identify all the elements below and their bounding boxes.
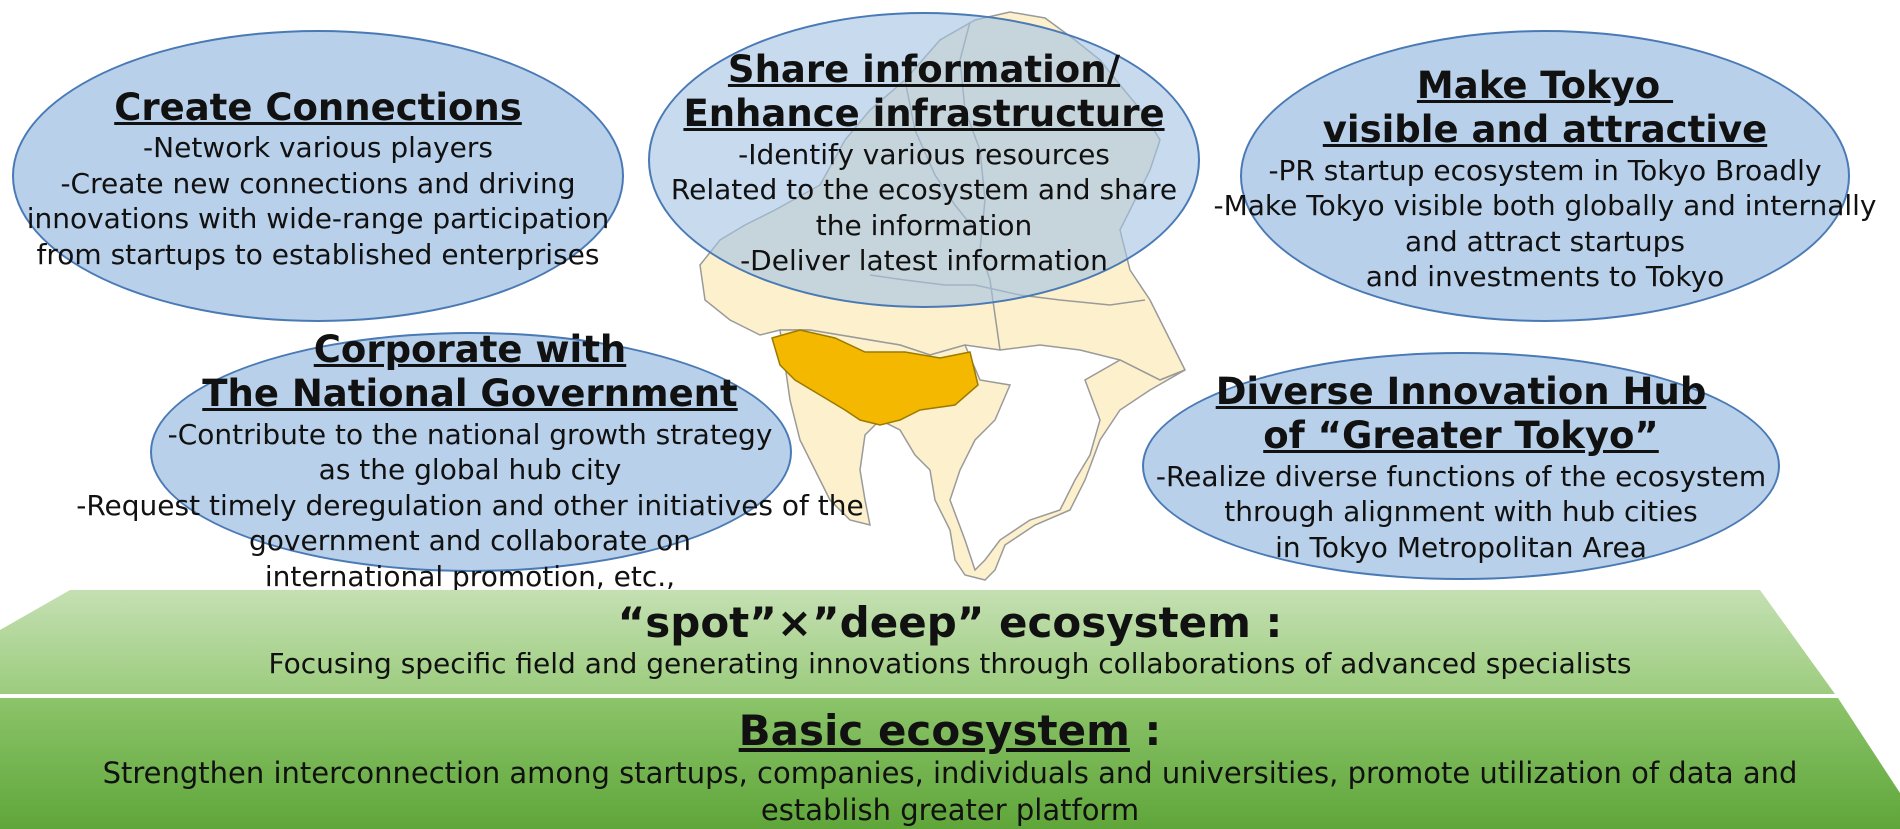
corporate-government-title-2: The National Government <box>202 372 738 416</box>
spot-deep-title: “spot”×”deep” ecosystem : <box>617 598 1283 647</box>
diverse-innovation-hub-text: Diverse Innovation Hub of “Greater Tokyo… <box>1142 370 1780 565</box>
share-information-line-1: -Identify various resources <box>738 137 1110 171</box>
corporate-government-text: Corporate with The National Government -… <box>40 328 900 595</box>
make-tokyo-visible-title-2: visible and attractive <box>1322 108 1768 152</box>
make-tokyo-visible-line-4: and investments to Tokyo <box>1365 260 1725 294</box>
create-connections-bubble <box>12 30 624 322</box>
corporate-government-bubble <box>150 332 792 572</box>
basic-ecosystem-heading: Basic ecosystem : <box>0 706 1900 755</box>
basic-ecosystem-line-2: establish greater platform <box>760 793 1140 828</box>
diverse-innovation-hub-line-3: in Tokyo Metropolitan Area <box>1275 530 1647 564</box>
corporate-government-line-1: -Contribute to the national growth strat… <box>167 417 773 451</box>
corporate-government-line-4: government and collaborate on <box>249 524 691 558</box>
share-information-bubble <box>648 12 1200 308</box>
share-information-line-4: -Deliver latest information <box>740 244 1108 278</box>
corporate-government-line-2: as the global hub city <box>318 453 622 487</box>
diverse-innovation-hub-bubble <box>1142 352 1780 580</box>
diverse-innovation-hub-title-1: Diverse Innovation Hub <box>1215 370 1707 413</box>
share-information-title-2: Enhance infrastructure <box>683 92 1165 136</box>
basic-ecosystem-line-1: Strengthen interconnection among startup… <box>102 756 1798 790</box>
corporate-government-line-3: -Request timely deregulation and other i… <box>76 488 864 522</box>
create-connections-line-4: from startups to established enterprises <box>36 238 600 272</box>
create-connections-title: Create Connections <box>114 86 522 129</box>
make-tokyo-visible-bubble <box>1240 30 1850 322</box>
create-connections-line-2: -Create new connections and driving <box>60 166 576 200</box>
diverse-innovation-hub-line-2: through alignment with hub cities <box>1224 495 1698 529</box>
make-tokyo-visible-line-2: -Make Tokyo visible both globally and in… <box>1213 189 1877 223</box>
make-tokyo-visible-line-3: and attract startups <box>1405 224 1685 258</box>
create-connections-line-3: innovations with wide-range participatio… <box>26 202 610 236</box>
map-tokyo <box>771 329 979 426</box>
basic-ecosystem-text: Basic ecosystem : Strengthen interconnec… <box>0 706 1900 829</box>
basic-ecosystem-title: Basic ecosystem <box>738 706 1130 755</box>
diverse-innovation-hub-line-1: -Realize diverse functions of the ecosys… <box>1155 459 1767 493</box>
make-tokyo-visible-title-1: Make Tokyo <box>1416 64 1674 107</box>
basic-ecosystem-colon: : <box>1129 706 1162 755</box>
basic-ecosystem-band <box>0 698 1900 829</box>
share-information-title-1: Share information/ <box>727 48 1121 91</box>
corporate-government-title-1: Corporate with <box>313 328 627 371</box>
make-tokyo-visible-line-1: -PR startup ecosystem in Tokyo Broadly <box>1268 153 1822 187</box>
spot-deep-band <box>0 590 1835 694</box>
share-information-text: Share information/ Enhance infrastructur… <box>648 48 1200 279</box>
spot-deep-text: “spot”×”deep” ecosystem : Focusing speci… <box>0 598 1900 680</box>
create-connections-text: Create Connections -Network various play… <box>12 86 624 273</box>
share-information-line-3: the information <box>815 208 1033 242</box>
corporate-government-line-5: international promotion, etc., <box>264 559 676 593</box>
make-tokyo-visible-text: Make Tokyo visible and attractive -PR st… <box>1195 64 1895 295</box>
spot-deep-description: Focusing specific field and generating i… <box>268 647 1632 680</box>
share-information-line-2: Related to the ecosystem and share <box>670 173 1178 207</box>
diverse-innovation-hub-title-2: of “Greater Tokyo” <box>1263 414 1659 458</box>
create-connections-line-1: -Network various players <box>143 131 493 165</box>
